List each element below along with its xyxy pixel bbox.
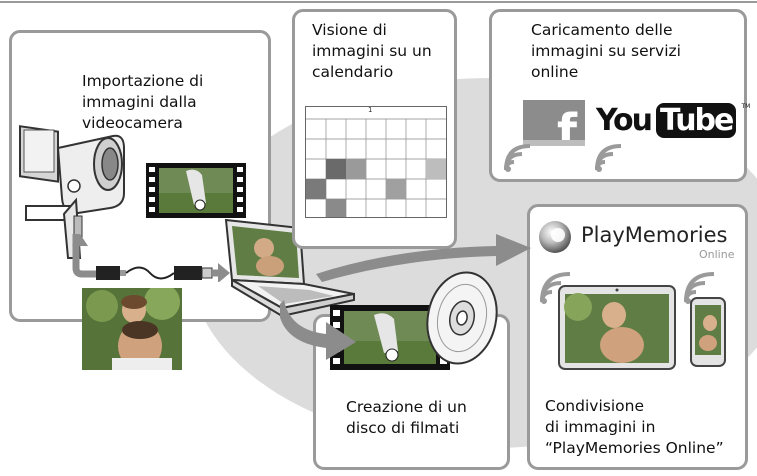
usb-cable-icon	[70, 232, 230, 282]
youtube-logo-tm: TM	[741, 103, 751, 110]
playmemories-wordmark: PlayMemories	[581, 223, 728, 247]
upload-label-line: immagini su servizi	[531, 42, 681, 60]
import-label-line: videocamera	[82, 114, 183, 132]
calendar-month-number: 1	[368, 106, 373, 114]
laptop-icon	[218, 218, 358, 318]
calendar-label-line: immagini su un	[312, 42, 432, 60]
facebook-logo-bar	[523, 140, 585, 146]
playmemories-wordmark-sub: Online	[699, 248, 735, 261]
wifi-icon	[682, 270, 720, 306]
wifi-icon	[538, 270, 576, 306]
camcorder-icon	[18, 118, 128, 268]
upload-label: Caricamento delle immagini su servizi on…	[531, 20, 681, 83]
arrow-to-playmemories	[316, 226, 536, 286]
arrow-to-disc	[280, 300, 360, 360]
film-strip-icon	[146, 163, 246, 218]
share-label-line: di immagini in	[545, 418, 656, 436]
import-label: Importazione di immagini dalla videocame…	[82, 71, 203, 134]
disc-label-line: Creazione di un	[346, 398, 467, 416]
family-photo	[82, 288, 182, 370]
youtube-logo: You Tube TM	[596, 103, 750, 145]
tablet-icon	[558, 285, 676, 370]
youtube-logo-tube: Tube	[656, 103, 737, 138]
share-label: Condivisione di immagini in “PlayMemorie…	[545, 396, 724, 459]
smartphone-icon	[690, 297, 726, 367]
share-label-line: Condivisione	[545, 397, 644, 415]
calendar-label-line: Visione di	[312, 21, 387, 39]
calendar-label: Visione di immagini su un calendario	[312, 20, 432, 83]
top-rule	[0, 1, 757, 3]
facebook-logo-letter: f	[556, 104, 577, 158]
calendar-grid: 1	[305, 106, 447, 218]
playmemories-orb-icon	[539, 221, 571, 253]
disc-label-line: disco di filmati	[346, 419, 460, 437]
wifi-icon	[593, 142, 629, 174]
import-label-line: immagini dalla	[82, 93, 197, 111]
share-label-line: “PlayMemories Online”	[545, 439, 724, 457]
youtube-logo-you: You	[596, 103, 653, 138]
upload-label-line: online	[531, 63, 579, 81]
disc-label: Creazione di un disco di filmati	[346, 397, 467, 439]
wifi-icon	[502, 142, 538, 174]
upload-panel	[489, 9, 747, 182]
disc-icon	[420, 270, 500, 370]
facebook-logo: f	[523, 100, 585, 154]
import-label-line: Importazione di	[82, 72, 204, 90]
upload-label-line: Caricamento delle	[531, 21, 673, 39]
calendar-label-line: calendario	[312, 63, 394, 81]
